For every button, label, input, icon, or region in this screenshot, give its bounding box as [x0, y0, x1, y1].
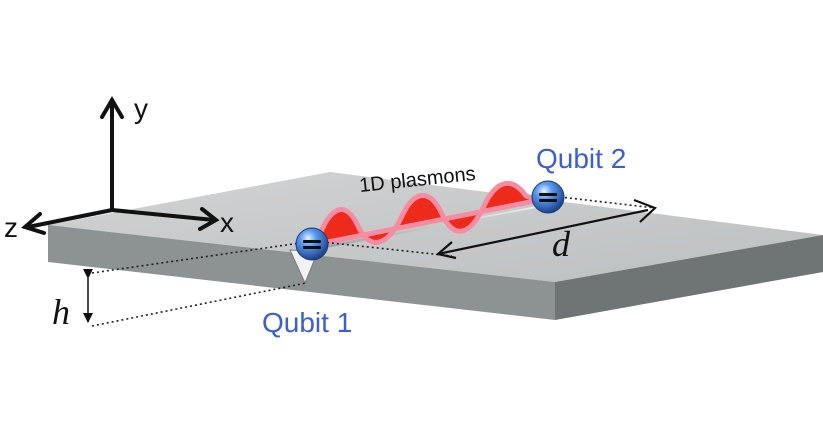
electron-qubit1 — [295, 227, 329, 261]
electron-qubit2 — [531, 180, 565, 214]
y-axis-arrowhead — [100, 96, 124, 119]
z-axis-line — [26, 208, 114, 229]
z-axis-arrowhead — [20, 212, 46, 235]
qubit2-label: Qubit 2 — [536, 143, 626, 174]
qubit1-label: Qubit 1 — [262, 307, 352, 338]
distance-label: d — [552, 224, 571, 264]
axis-z-label: z — [4, 212, 18, 243]
height-label: h — [52, 292, 70, 332]
coordinate-axes — [20, 96, 220, 235]
x-axis-line — [110, 208, 216, 222]
distance-arrow — [435, 198, 658, 260]
plasmon-wave — [315, 180, 543, 247]
axis-y-label: y — [134, 93, 148, 124]
x-axis-arrowhead — [198, 207, 220, 231]
slab-side-face — [555, 235, 823, 320]
dotted-guides — [91, 196, 656, 327]
axis-x-label: x — [220, 207, 234, 238]
